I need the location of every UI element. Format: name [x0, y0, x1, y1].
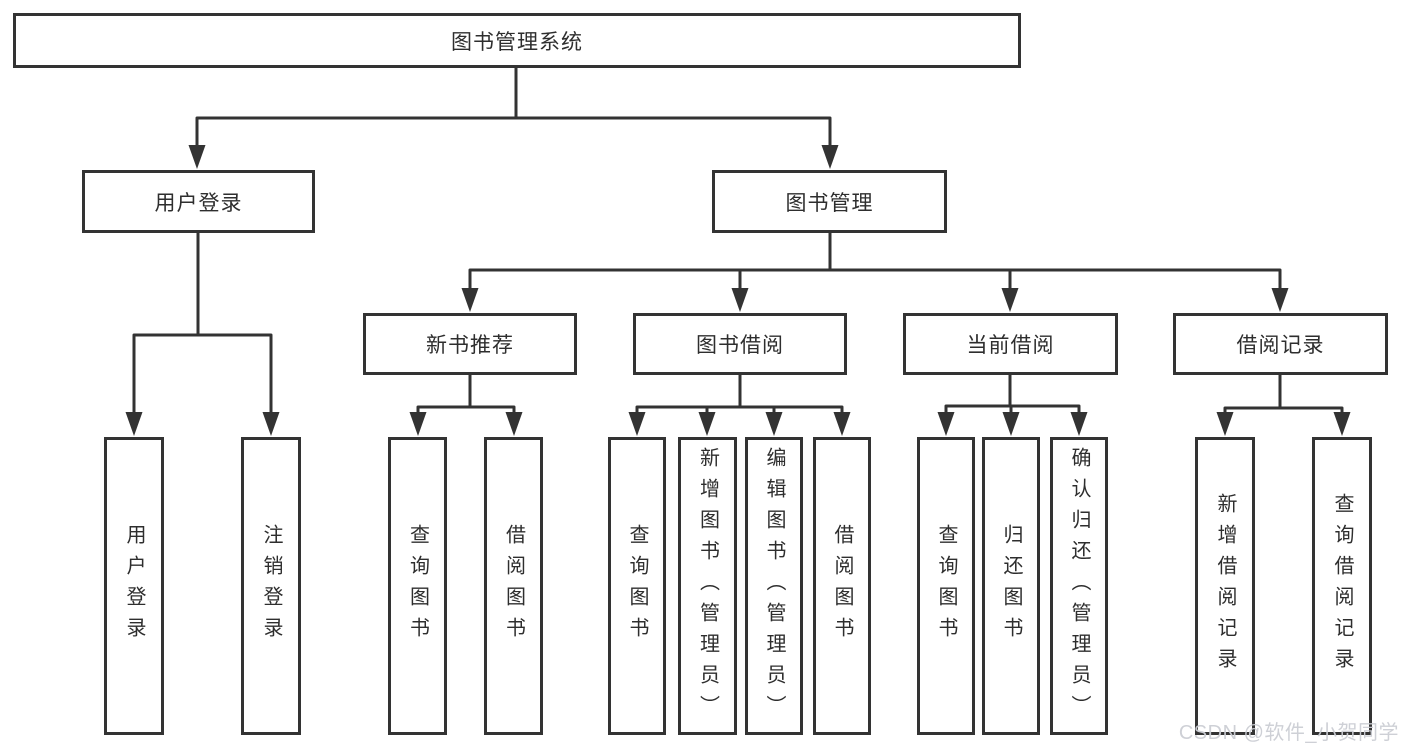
node-user-login-label: 用户登录 [154, 191, 243, 215]
leaf-query-borrow-record-label: 查询借阅记录 [1331, 493, 1353, 679]
leaf-confirm-return-admin: 确认归还（管理员） [1050, 437, 1108, 735]
leaf-user-login-label: 用户登录 [123, 524, 145, 648]
node-root-label: 图书管理系统 [451, 30, 583, 54]
leaf-add-book-admin-label: 新增图书（管理员） [696, 446, 719, 726]
leaf-borrow-books-recommend-label: 借阅图书 [502, 524, 525, 648]
leaf-query-books-current-label: 查询图书 [935, 524, 957, 648]
leaf-return-book-label: 归还图书 [1000, 524, 1022, 648]
leaf-add-borrow-record: 新增借阅记录 [1195, 437, 1255, 735]
leaf-edit-book-admin: 编辑图书（管理员） [745, 437, 803, 735]
leaf-borrow-books-2-label: 借阅图书 [831, 524, 853, 648]
leaf-borrow-books-recommend: 借阅图书 [484, 437, 543, 735]
leaf-edit-book-admin-label: 编辑图书（管理员） [763, 446, 785, 726]
leaf-borrow-books-2: 借阅图书 [813, 437, 871, 735]
leaf-query-books-recommend: 查询图书 [388, 437, 447, 735]
node-new-book-recommend-label: 新书推荐 [426, 334, 514, 357]
watermark-text: CSDN @软件_小贺同学 [1178, 722, 1399, 744]
leaf-query-books-current: 查询图书 [917, 437, 975, 735]
leaf-query-books-borrow-label: 查询图书 [626, 524, 648, 648]
node-user-login: 用户登录 [82, 170, 315, 233]
leaf-query-borrow-record: 查询借阅记录 [1312, 437, 1372, 735]
node-book-borrow-label: 图书借阅 [696, 334, 784, 357]
leaf-confirm-return-admin-label: 确认归还（管理员） [1068, 446, 1090, 726]
node-current-borrow: 当前借阅 [903, 313, 1118, 375]
leaf-add-book-admin: 新增图书（管理员） [678, 437, 737, 735]
leaf-return-book: 归还图书 [982, 437, 1040, 735]
leaf-user-login: 用户登录 [104, 437, 164, 735]
node-borrow-records-label: 借阅记录 [1236, 334, 1325, 357]
node-book-management-label: 图书管理 [785, 191, 874, 215]
leaf-query-books-borrow: 查询图书 [608, 437, 666, 735]
node-root: 图书管理系统 [13, 13, 1021, 68]
node-book-management: 图书管理 [712, 170, 947, 233]
leaf-query-books-recommend-label: 查询图书 [406, 524, 429, 648]
node-new-book-recommend: 新书推荐 [363, 313, 577, 375]
node-borrow-records: 借阅记录 [1173, 313, 1388, 375]
node-book-borrow: 图书借阅 [633, 313, 847, 375]
leaf-add-borrow-record-label: 新增借阅记录 [1214, 493, 1236, 679]
leaf-logout-label: 注销登录 [260, 524, 282, 648]
leaf-logout: 注销登录 [241, 437, 301, 735]
node-current-borrow-label: 当前借阅 [966, 334, 1055, 357]
